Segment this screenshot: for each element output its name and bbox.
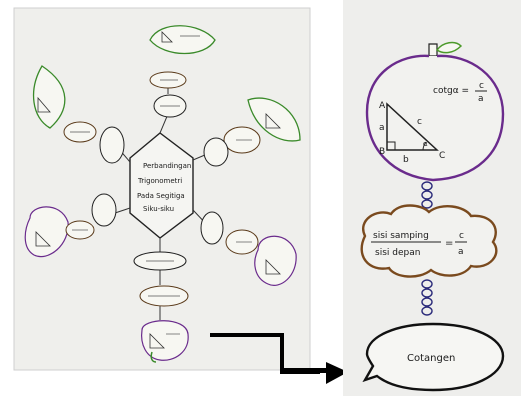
detail-drawing: cotgα = c a A a c b α B C sisi samping s… xyxy=(343,0,521,396)
chain-lower xyxy=(421,279,433,316)
top-leaf xyxy=(149,25,216,55)
cloud-eq: = xyxy=(445,238,453,249)
poster-drawing: Perbandingan Trigonometri Pada Segitiga … xyxy=(13,7,320,374)
formula-cloud xyxy=(360,204,498,278)
tri-bottom-right: C xyxy=(439,151,445,161)
bottom-fruit xyxy=(141,320,189,361)
upper-right-leaf xyxy=(247,97,301,142)
chain-upper xyxy=(421,181,433,209)
fruit-stem xyxy=(428,43,438,57)
tri-bottom-left: B xyxy=(379,147,385,157)
fruit-outline xyxy=(365,54,505,182)
tri-base: b xyxy=(403,155,409,165)
lower-left-bubble xyxy=(91,193,117,227)
arrow-shaft xyxy=(282,368,330,373)
lower-right-bubble xyxy=(200,211,224,245)
upper-left-leaf xyxy=(32,65,66,129)
fruit-formula-lhs: cotgα = xyxy=(433,86,469,96)
center-title-3: Pada Segitiga xyxy=(137,192,185,200)
center-title-1: Perbandingan xyxy=(143,162,191,170)
speech-bubble xyxy=(362,322,505,392)
tri-hyp: c xyxy=(417,117,422,127)
tri-angle: α xyxy=(423,140,428,148)
center-title-2: Trigonometri xyxy=(137,177,182,185)
right-triangle xyxy=(386,102,439,151)
bubble-label: Cotangen xyxy=(407,353,455,364)
cloud-den-text: sisi depan xyxy=(375,248,420,258)
tri-top: A xyxy=(379,101,386,111)
arrow-head xyxy=(326,362,348,384)
lower-right-fruit xyxy=(254,235,297,286)
upper-right-bubble xyxy=(203,137,229,167)
center-title-4: Siku-siku xyxy=(143,205,174,213)
cloud-den: a xyxy=(458,247,464,257)
cloud-num: c xyxy=(459,231,464,241)
upper-left-bubble xyxy=(99,126,125,164)
fruit-formula-num: c xyxy=(479,81,484,91)
cloud-num-text: sisi samping xyxy=(373,231,429,241)
detail-photo: cotgα = c a A a c b α B C sisi samping s… xyxy=(343,0,521,396)
fruit-leaf xyxy=(435,41,463,54)
fruit-formula-den: a xyxy=(478,94,484,104)
tri-side-a: a xyxy=(379,123,385,133)
poster-photo: Perbandingan Trigonometri Pada Segitiga … xyxy=(13,7,320,374)
